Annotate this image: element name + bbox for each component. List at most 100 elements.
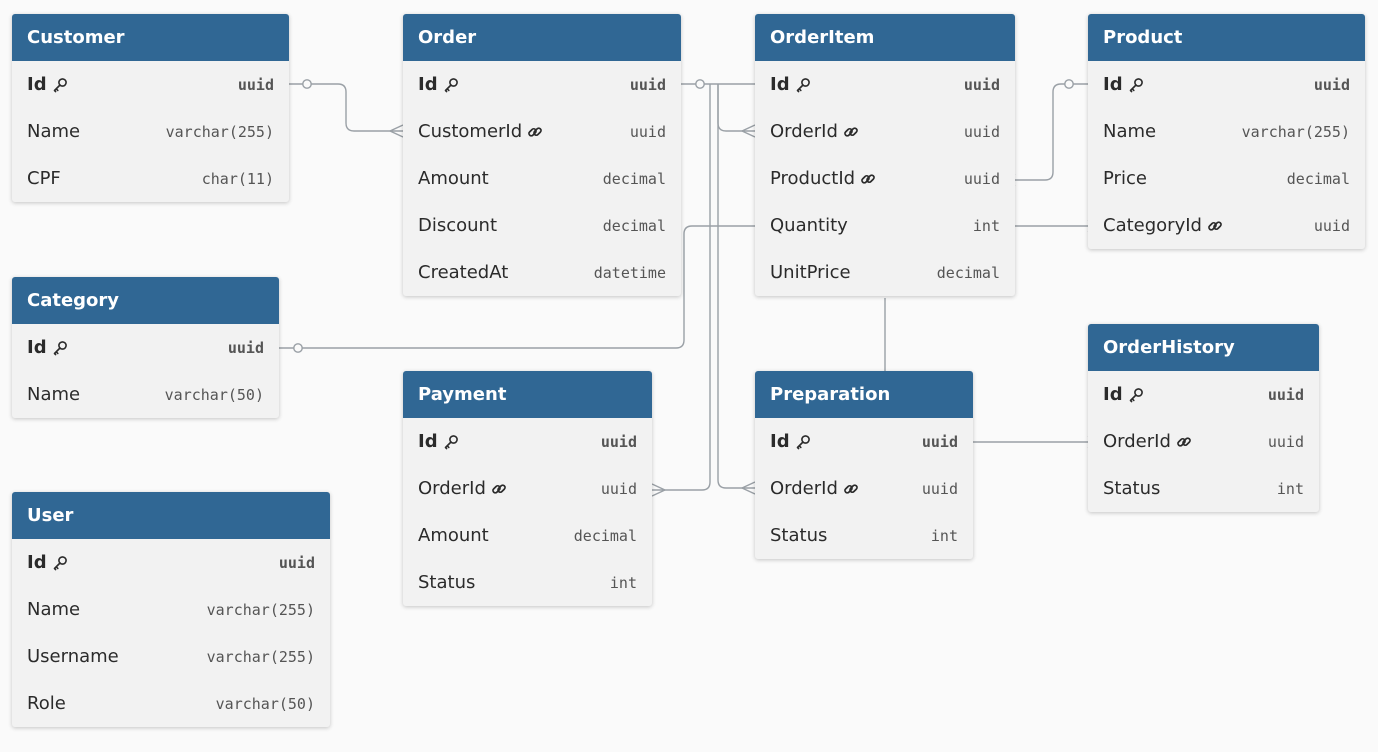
table-header-orderitem[interactable]: OrderItem xyxy=(755,14,1015,61)
table-header-category[interactable]: Category xyxy=(12,277,279,324)
column-row-preparation-orderid[interactable]: OrderId uuid xyxy=(755,465,973,512)
column-type: uuid xyxy=(1313,75,1350,94)
relation-order-orderitem xyxy=(717,84,755,132)
column-label: OrderId xyxy=(770,478,859,499)
column-name: OrderId xyxy=(770,121,838,142)
column-type: varchar(255) xyxy=(1241,122,1350,141)
link-icon xyxy=(843,124,859,140)
column-row-order-discount[interactable]: Discount decimal xyxy=(403,202,681,249)
table-header-payment[interactable]: Payment xyxy=(403,371,652,418)
table-header-order[interactable]: Order xyxy=(403,14,681,61)
column-name: CustomerId xyxy=(418,121,523,142)
column-label: Discount xyxy=(418,215,497,236)
column-type: uuid xyxy=(1267,385,1304,404)
column-row-orderitem-orderid[interactable]: OrderId uuid xyxy=(755,108,1015,155)
column-row-product-id[interactable]: Id uuid xyxy=(1088,61,1365,108)
column-row-orderitem-unitprice[interactable]: UnitPrice decimal xyxy=(755,249,1015,296)
table-header-preparation[interactable]: Preparation xyxy=(755,371,973,418)
column-name: Username xyxy=(27,646,119,667)
relation-category-product xyxy=(279,225,1088,349)
column-name: Id xyxy=(770,431,790,452)
key-icon xyxy=(795,77,811,93)
column-label: Name xyxy=(27,121,80,142)
column-label: CategoryId xyxy=(1103,215,1223,236)
column-type: uuid xyxy=(963,122,1000,141)
column-type: decimal xyxy=(602,216,666,235)
column-label: CPF xyxy=(27,168,61,189)
column-label: ProductId xyxy=(770,168,876,189)
column-label: OrderId xyxy=(770,121,859,142)
column-type: int xyxy=(1276,479,1304,498)
key-icon xyxy=(52,555,68,571)
column-row-orderhistory-id[interactable]: Id uuid xyxy=(1088,371,1319,418)
table-header-product[interactable]: Product xyxy=(1088,14,1365,61)
key-icon xyxy=(52,77,68,93)
column-label: Id xyxy=(27,552,68,573)
column-type: uuid xyxy=(600,479,637,498)
column-row-order-createdat[interactable]: CreatedAt datetime xyxy=(403,249,681,296)
column-type: uuid xyxy=(921,479,958,498)
key-icon xyxy=(443,77,459,93)
column-name: Id xyxy=(27,552,47,573)
column-label: Id xyxy=(770,74,811,95)
column-label: Id xyxy=(27,74,68,95)
table-header-customer[interactable]: Customer xyxy=(12,14,289,61)
column-type: decimal xyxy=(936,263,1000,282)
column-name: UnitPrice xyxy=(770,262,851,283)
table-header-orderhistory[interactable]: OrderHistory xyxy=(1088,324,1319,371)
column-type: datetime xyxy=(593,263,666,282)
column-label: Role xyxy=(27,693,66,714)
table-header-user[interactable]: User xyxy=(12,492,330,539)
column-type: uuid xyxy=(921,432,958,451)
column-label: Amount xyxy=(418,168,489,189)
column-label: CreatedAt xyxy=(418,262,508,283)
link-icon xyxy=(491,481,507,497)
column-type: uuid xyxy=(963,169,1000,188)
column-row-orderitem-productid[interactable]: ProductId uuid xyxy=(755,155,1015,202)
relation-customer-order xyxy=(289,83,403,132)
key-icon xyxy=(52,340,68,356)
column-name: Role xyxy=(27,693,66,714)
column-name: CategoryId xyxy=(1103,215,1202,236)
column-label: Id xyxy=(1103,74,1144,95)
relation-order-payment xyxy=(652,84,711,491)
column-name: Id xyxy=(1103,384,1123,405)
link-icon xyxy=(1176,434,1192,450)
column-row-preparation-id[interactable]: Id uuid xyxy=(755,418,973,465)
